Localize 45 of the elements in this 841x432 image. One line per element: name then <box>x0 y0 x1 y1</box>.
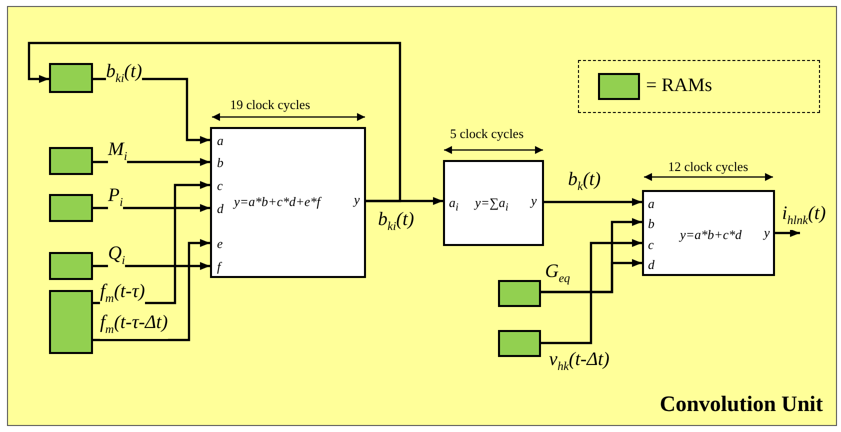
arrow <box>541 239 642 344</box>
memory-block <box>49 63 93 93</box>
cycle-count-label: 5 clock cycles <box>450 127 524 141</box>
arrow <box>775 229 800 237</box>
port-label: a$_{i}$ <box>449 196 459 215</box>
port-label: d <box>648 258 654 272</box>
signal-label: f$_{m}$(t-τ-Δt) <box>100 313 168 339</box>
function-block <box>642 190 775 276</box>
memory-block <box>49 252 93 280</box>
arrow <box>93 239 210 342</box>
port-label: e <box>217 237 223 251</box>
legend-text: = RAMs <box>646 76 712 96</box>
port-label: b <box>217 156 224 170</box>
arrow <box>541 259 642 294</box>
function-block <box>443 160 544 246</box>
signal-label: P$_{i}$ <box>108 186 123 212</box>
memory-block <box>49 194 93 222</box>
port-label: b <box>648 217 654 231</box>
arrow <box>28 42 402 202</box>
formula-text: y=a*b+c*d <box>680 228 742 242</box>
cycle-count-label: 19 clock cycles <box>230 98 310 112</box>
port-label: y <box>354 193 360 207</box>
function-block <box>210 127 366 278</box>
formula-text: y=∑a$_{i}$ <box>475 196 508 215</box>
signal-label: i$_{hlnk}$(t) <box>782 204 826 230</box>
memory-block <box>498 330 541 357</box>
port-label: a <box>648 197 654 211</box>
memory-block <box>49 290 93 354</box>
signal-label: Q$_{i}$ <box>108 244 126 270</box>
cycle-count-label: 12 clock cycles <box>668 160 748 174</box>
port-label: y <box>531 194 537 208</box>
formula-text: y=a*b+c*d+e*f <box>234 195 320 209</box>
port-label: a <box>217 134 224 148</box>
port-label: c <box>648 238 654 252</box>
diagram-title: Convolution Unit <box>660 392 823 416</box>
arrow <box>93 262 210 270</box>
memory-block <box>49 147 93 175</box>
port-label: d <box>217 202 224 216</box>
port-label: y <box>764 226 770 240</box>
arrow <box>544 198 642 206</box>
port-label: c <box>217 179 223 193</box>
signal-label: M$_{i}$ <box>108 140 128 166</box>
port-label: f <box>217 260 221 274</box>
memory-block <box>498 280 541 307</box>
arrow <box>93 204 210 212</box>
